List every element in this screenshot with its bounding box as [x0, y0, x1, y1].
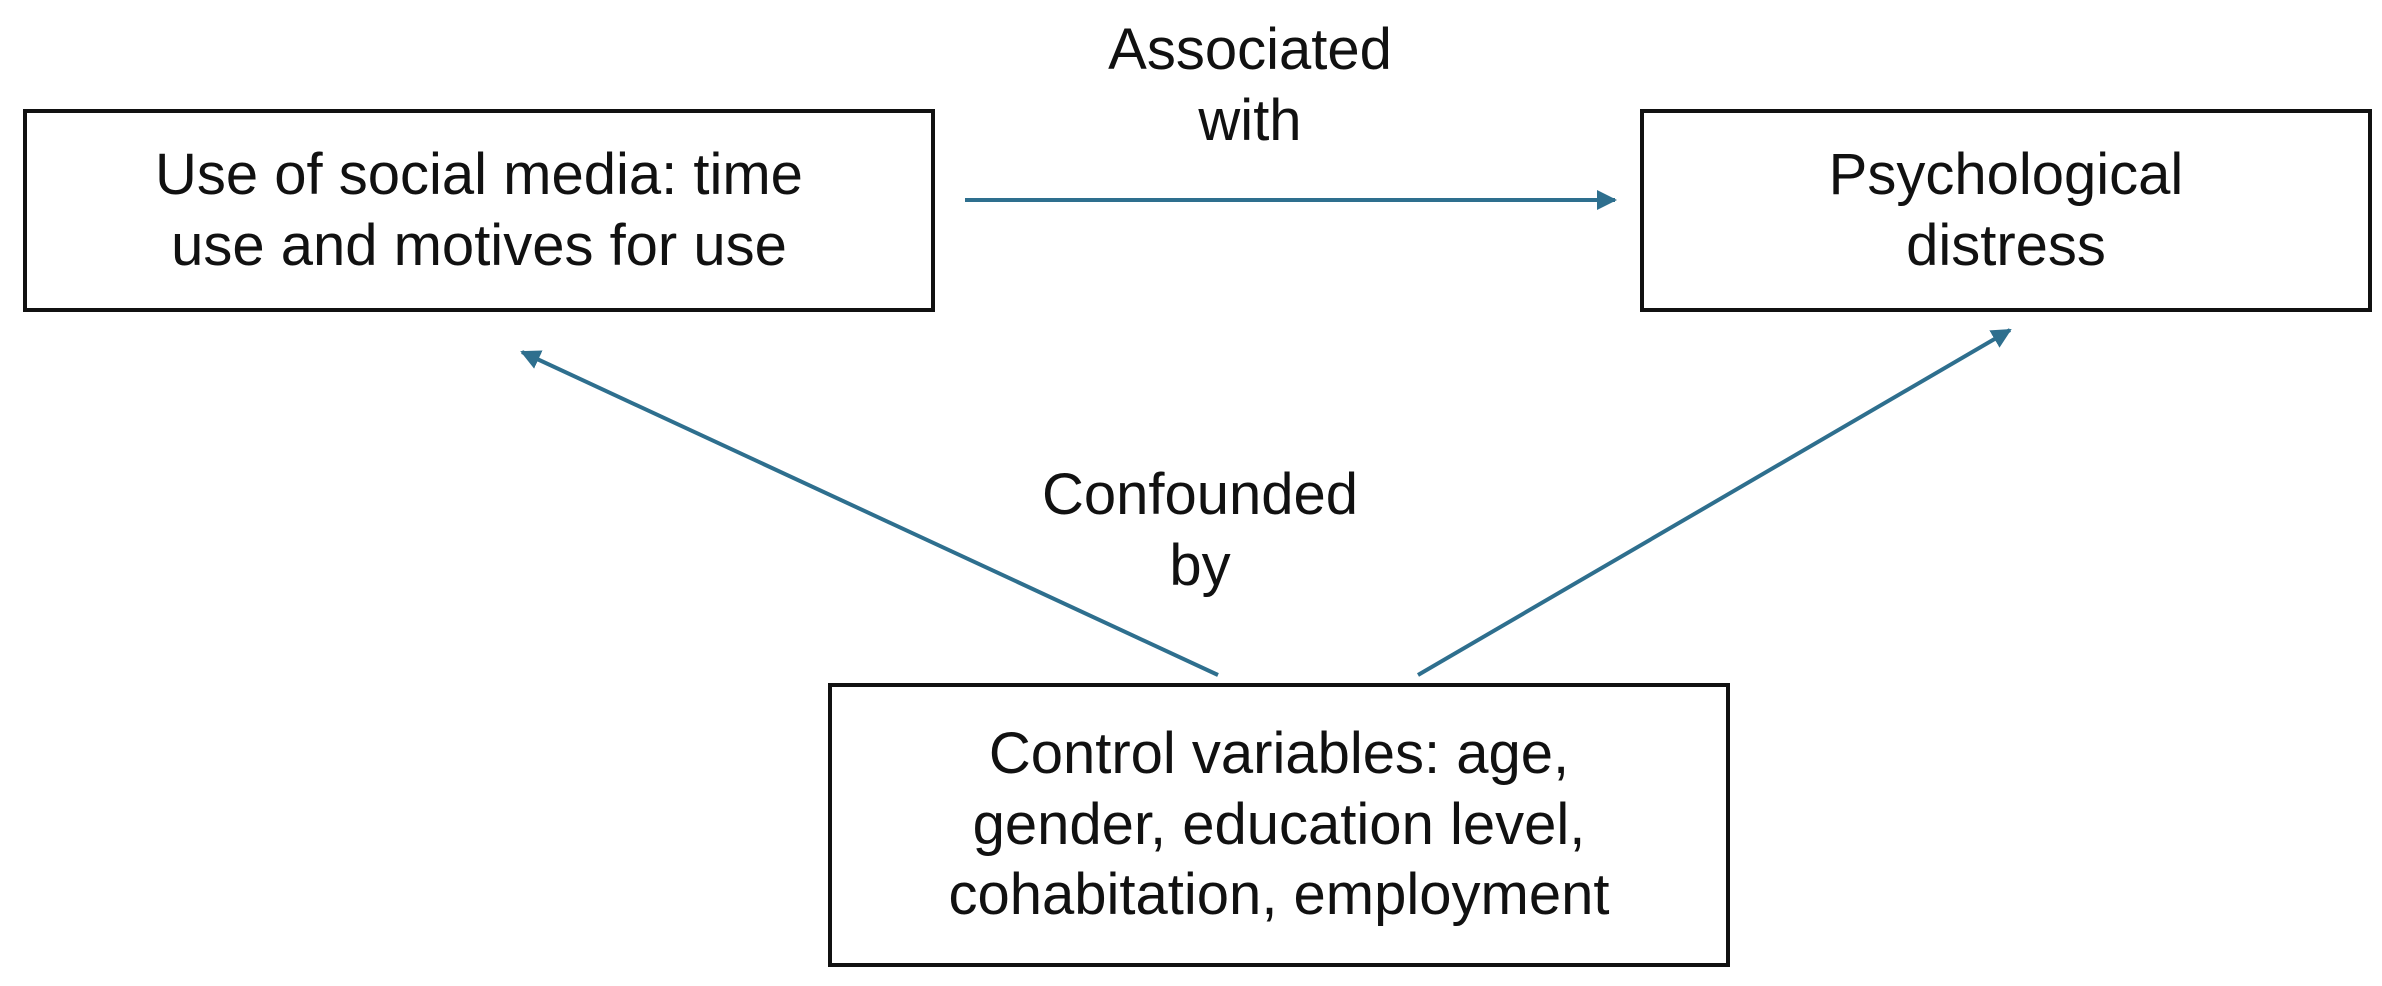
node-control-variables-line-3: cohabitation, employment	[948, 862, 1610, 928]
edge-label-confounded-line-1: Confounded	[1041, 462, 1359, 527]
arrow-confound-to-social-media	[520, 350, 1219, 677]
node-social-media-use-line-2: use and motives for use	[171, 212, 787, 278]
arrow-confound-to-distress	[1416, 328, 2012, 677]
edge-label-associated-line-2: with	[1198, 87, 1302, 153]
node-social-media-use: Use of social media: time use and motive…	[23, 109, 935, 312]
edge-label-associated-with: Associated with	[1050, 15, 1450, 157]
node-psychological-distress-line-2: distress	[1906, 212, 2106, 278]
node-control-variables: Control variables: age, gender, educatio…	[828, 683, 1730, 967]
node-social-media-use-line-1: Use of social media: time	[155, 141, 803, 207]
node-control-variables-line-1: Control variables: age,	[988, 720, 1570, 786]
node-psychological-distress: Psychological distress	[1640, 109, 2372, 312]
node-psychological-distress-line-1: Psychological	[1828, 141, 2184, 207]
edge-label-associated-line-1: Associated	[1108, 17, 1392, 82]
node-control-variables-line-2: gender, education level,	[972, 791, 1586, 857]
edge-label-confounded-line-2: by	[1169, 532, 1231, 598]
edge-label-confounded-by: Confounded by	[1000, 460, 1400, 602]
